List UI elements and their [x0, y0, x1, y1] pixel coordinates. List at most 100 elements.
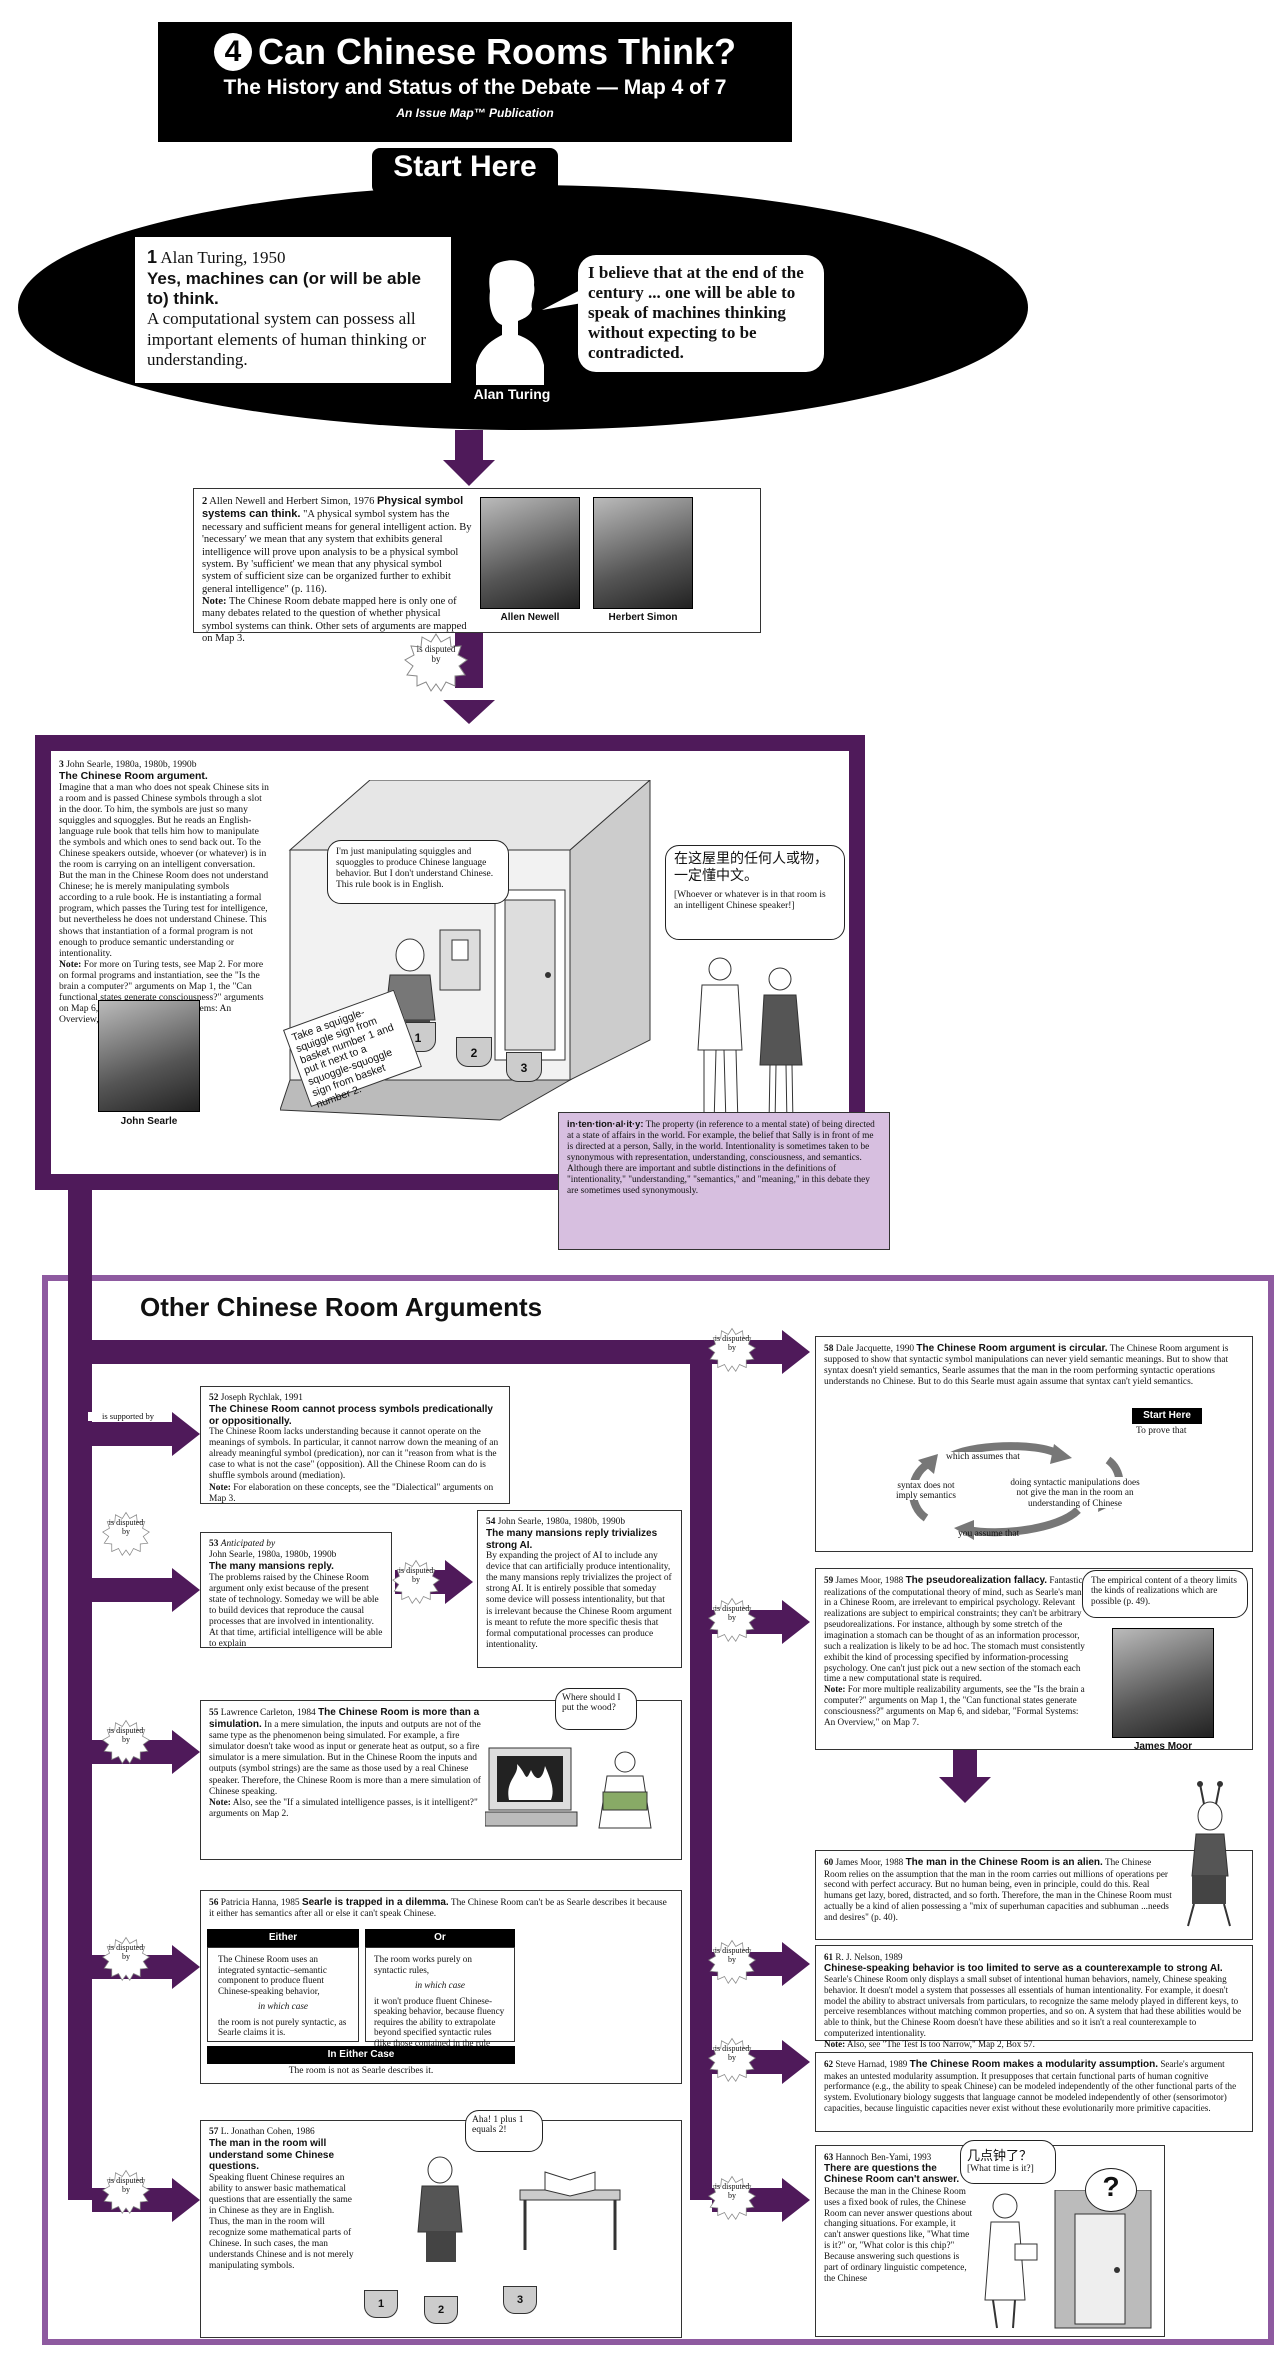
box-author: John Searle, 1980a, 1980b, 1990b — [66, 759, 197, 770]
box-author: Joseph Rychlak, 1991 — [220, 1393, 303, 1403]
box-body: In a mere simulation, the inputs and out… — [209, 1720, 481, 1797]
arrowhead-1-2 — [443, 460, 495, 486]
argument-box-62[interactable]: 62 Steve Harnad, 1989 The Chinese Room m… — [815, 2052, 1253, 2132]
page-title: Can Chinese Rooms Think? — [257, 31, 737, 72]
other-arguments-frame — [42, 1275, 1274, 2345]
box-claim: The Chinese Room argument. — [59, 770, 208, 783]
box-author: Alan Turing, 1950 — [160, 248, 286, 267]
is-disputed-by-burst-61: is disputed by — [708, 1938, 756, 1988]
box-number: 53 — [209, 1539, 219, 1549]
box-claim: Searle is trapped in a dilemma. — [301, 1897, 449, 1908]
moor-photo — [1112, 1628, 1214, 1738]
time-question-bubble: 几点钟了？ [What time is it?] — [960, 2140, 1056, 2184]
chinese-question: 几点钟了？ — [967, 2148, 1033, 2163]
publisher-line: An Issue Map™ Publication — [396, 106, 554, 120]
intentionality-body: The property (in reference to a mental s… — [567, 1120, 875, 1196]
cycle-a: doing syntactic manipulations does not g… — [1010, 1477, 1140, 1508]
argument-box-55[interactable]: 55 Lawrence Carleton, 1984 The Chinese R… — [200, 1700, 682, 1860]
box-claim: The many mansions reply. — [209, 1561, 334, 1573]
box-claim: The many mansions reply trivializes stro… — [486, 1528, 658, 1551]
box-claim: The Chinese Room is more than a simulati… — [209, 1707, 480, 1731]
box-body: The Chinese Room can't be as Searle desc… — [209, 1898, 667, 1920]
box-author: Lawrence Carleton, 1984 — [220, 1708, 316, 1718]
note-label: Note: — [209, 1482, 231, 1493]
box-body: Because the man in the Chinese Room uses… — [824, 2185, 973, 2283]
box-body: Searle's Chinese Room only displays a sm… — [824, 1974, 1242, 2038]
arrow-to-52 — [92, 1412, 200, 1456]
box-claim: The pseudorealization fallacy. — [905, 1575, 1048, 1586]
question-mark-bubble: ? — [1085, 2168, 1137, 2212]
box-author: L. Jonathan Cohen, 1986 — [220, 2127, 315, 2137]
box-body: The Chinese Room lacks understanding bec… — [209, 1427, 499, 1482]
box-author: Dale Jacquette, 1990 — [835, 1344, 915, 1354]
turing-quote-bubble: I believe that at the end of the century… — [578, 255, 824, 372]
moor-bubble: The empirical content of a theory limits… — [1082, 1570, 1248, 1618]
wood-bubble: Where should I put the wood? — [555, 1688, 637, 1730]
anticipated-label: Anticipated by — [220, 1539, 276, 1549]
section-title: Other Chinese Room Arguments — [140, 1292, 543, 1322]
box-claim: Physical symbol systems can think. — [202, 495, 464, 521]
box-author: Allen Newell and Herbert Simon, 1976 — [209, 496, 375, 507]
argument-box-61[interactable]: 61 R. J. Nelson, 1989 Chinese-speaking b… — [815, 1945, 1253, 2049]
turing-caption: Alan Turing — [473, 386, 551, 402]
map-number-badge: 4 — [213, 33, 252, 71]
box-author: John Searle, 1980a, 1980b, 1990b — [497, 1517, 626, 1527]
chinese-translation: [Whoever or whatever is in that room is … — [674, 889, 826, 911]
question-translation: [What time is it?] — [967, 2164, 1034, 2174]
right-trunk — [690, 1340, 712, 2200]
box-claim: Chinese-speaking behavior is too limited… — [824, 1962, 1223, 1974]
box-claim: Yes, machines can (or will be able to) t… — [147, 268, 422, 308]
cycle-c: syntax does not imply semantics — [890, 1480, 962, 1500]
box-note: The Chinese Room debate mapped here is o… — [202, 596, 467, 645]
argument-box-60[interactable]: 60 James Moor, 1988 The man in the Chine… — [815, 1850, 1253, 1940]
math-basket-3: 3 — [503, 2286, 537, 2314]
in-either-case-header: In Either Case — [207, 2046, 515, 2064]
is-disputed-by-burst: is disputed by — [404, 633, 468, 695]
or-header: Or — [365, 1929, 515, 1947]
simon-caption: Herbert Simon — [608, 612, 678, 623]
box-body: "A physical symbol system has the necess… — [202, 509, 472, 595]
main-trunk — [68, 1190, 92, 2200]
is-disputed-by-burst-58: is disputed by — [708, 1326, 756, 1376]
note-label: Note: — [209, 1797, 231, 1808]
box-number: 56 — [209, 1898, 219, 1908]
box-author: John Searle, 1980a, 1980b, 1990b — [209, 1550, 337, 1561]
box-note: For more multiple realizability argument… — [824, 1684, 1085, 1727]
box-note: Also, see "The Test Is too Narrow," Map … — [847, 2038, 1035, 2049]
box-author: James Moor, 1988 — [835, 1857, 904, 1867]
note-label: Note: — [824, 2038, 846, 2049]
turing-silhouette — [476, 260, 544, 385]
box-claim: The Chinese Room cannot process symbols … — [209, 1404, 493, 1427]
box-body: Searle's argument makes an untested modu… — [824, 2059, 1237, 2113]
is-disputed-by-burst-53: is disputed by — [102, 1510, 150, 1560]
box-number: 61 — [824, 1952, 834, 1962]
box-claim: There are questions the Chinese Room can… — [824, 2162, 960, 2186]
math-room-illustration — [417, 2156, 621, 2262]
math-basket-2: 2 — [424, 2296, 458, 2324]
box-body: The problems raised by the Chinese Room … — [209, 1572, 383, 1650]
box-body: A computational system can possess all i… — [147, 309, 427, 370]
argument-box-54[interactable]: 54 John Searle, 1980a, 1980b, 1990b The … — [477, 1510, 682, 1668]
argument-box-52[interactable]: 52 Joseph Rychlak, 1991 The Chinese Room… — [200, 1386, 510, 1504]
box-body: The Chinese Room relies on the assumptio… — [824, 1857, 1172, 1922]
intentionality-term: in·ten·tion·al·it·y: — [567, 1119, 644, 1129]
argument-box-3[interactable]: 3 John Searle, 1980a, 1980b, 1990b The C… — [55, 757, 273, 1025]
either-header: Either — [207, 1929, 359, 1947]
in-either-case-text: The room is not as Searle describes it. — [288, 2066, 434, 2076]
box-author: James Moor, 1988 — [835, 1575, 904, 1585]
box-body: Fantastic realizations of the computatio… — [824, 1575, 1085, 1684]
turing-bubble-tail — [542, 286, 588, 310]
box-body: The Chinese Room argument is supposed to… — [824, 1344, 1229, 1388]
chinese-speakers-bubble: 在这屋里的任何人或物，一定懂中文。 [Whoever or whatever i… — [665, 845, 845, 940]
is-disputed-by-burst-63: is disputed by — [708, 2174, 756, 2224]
is-disputed-by-burst-59: is disputed by — [708, 1596, 756, 1646]
box-author: Hannoch Ben-Yami, 1993 — [835, 2152, 932, 2162]
argument-box-1[interactable]: 1 Alan Turing, 1950 Yes, machines can (o… — [135, 237, 451, 383]
box-number: 62 — [824, 2059, 834, 2069]
start-here-tab — [372, 148, 558, 194]
argument-box-53[interactable]: 53 Anticipated by John Searle, 1980a, 19… — [200, 1532, 392, 1650]
box-number: 57 — [209, 2127, 219, 2137]
box-number: 59 — [824, 1575, 834, 1585]
box-body: Speaking fluent Chinese requires an abil… — [209, 2172, 354, 2272]
man-speech-bubble: I'm just manipulating squiggles and squo… — [327, 840, 509, 904]
